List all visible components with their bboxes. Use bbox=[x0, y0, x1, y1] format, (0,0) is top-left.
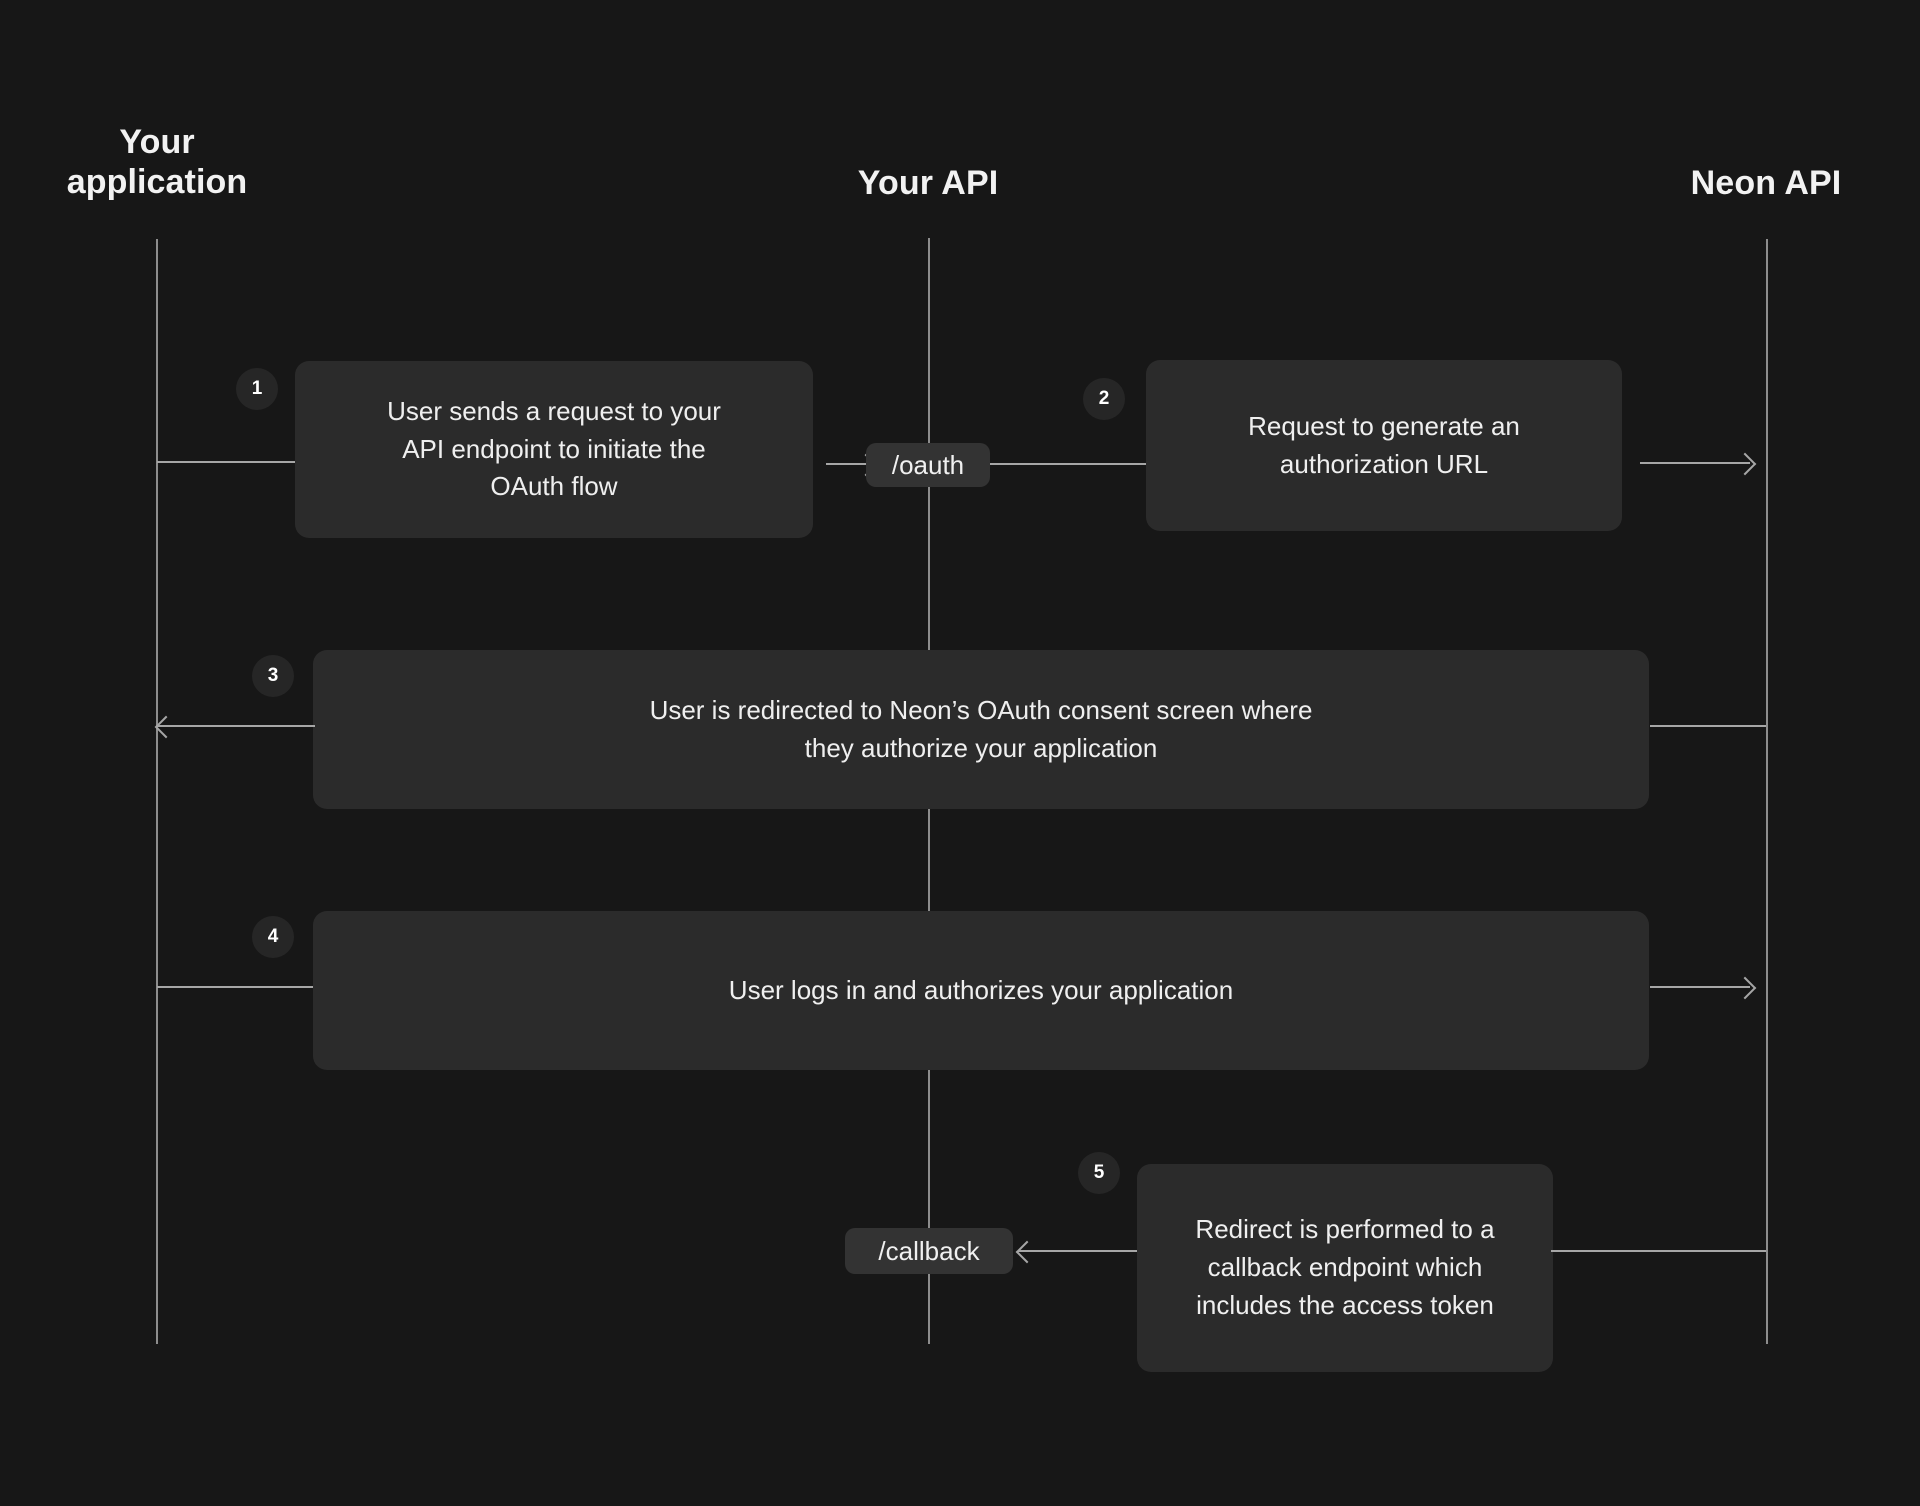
connector-step-3-from-neon-api bbox=[1650, 725, 1766, 727]
connector-step-4-from-application bbox=[157, 986, 315, 988]
step-badge-5: 5 bbox=[1078, 1152, 1120, 1194]
lane-title-your-application: Your application bbox=[66, 123, 248, 202]
endpoint-pill-callback[interactable]: /callback bbox=[845, 1228, 1013, 1274]
connector-step-5-from-neon-api bbox=[1551, 1250, 1766, 1252]
connector-oauth-to-step-2 bbox=[990, 463, 1146, 465]
connector-step-2-to-neon-api bbox=[1640, 462, 1750, 464]
step-text-2: Request to generate an authorization URL bbox=[1248, 410, 1520, 479]
lane-title-neon-api: Neon API bbox=[1690, 164, 1842, 202]
connector-step-4-to-neon-api bbox=[1650, 986, 1750, 988]
step-text-5: Redirect is performed to a callback endp… bbox=[1195, 1214, 1495, 1320]
endpoint-pill-oauth[interactable]: /oauth bbox=[866, 443, 990, 487]
connector-step-1-to-oauth bbox=[826, 463, 870, 465]
lifeline-neon-api bbox=[1766, 239, 1768, 1344]
arrow-right-icon-step-2 bbox=[1733, 452, 1757, 476]
arrow-left-icon-step-3 bbox=[154, 715, 178, 739]
lane-title-your-api: Your API bbox=[857, 164, 999, 202]
connector-step-3-to-application bbox=[157, 725, 315, 727]
step-box-3: User is redirected to Neon’s OAuth conse… bbox=[313, 650, 1649, 809]
step-box-2: Request to generate an authorization URL bbox=[1146, 360, 1622, 531]
arrow-left-icon-step-5 bbox=[1015, 1240, 1039, 1264]
step-badge-1: 1 bbox=[236, 368, 278, 410]
step-badge-3: 3 bbox=[252, 655, 294, 697]
step-text-4: User logs in and authorizes your applica… bbox=[728, 974, 1234, 1005]
connector-step-5-to-callback bbox=[1018, 1250, 1138, 1252]
step-box-1: User sends a request to your API endpoin… bbox=[295, 361, 813, 538]
step-badge-4: 4 bbox=[252, 916, 294, 958]
arrow-right-icon-step-4 bbox=[1733, 976, 1757, 1000]
step-box-5: Redirect is performed to a callback endp… bbox=[1137, 1164, 1553, 1372]
step-badge-2: 2 bbox=[1083, 378, 1125, 420]
connector-step-1-from-application bbox=[157, 461, 297, 463]
step-text-1: User sends a request to your API endpoin… bbox=[387, 395, 721, 502]
step-text-3: User is redirected to Neon’s OAuth conse… bbox=[649, 694, 1313, 763]
lifeline-your-application bbox=[156, 239, 158, 1344]
step-box-4: User logs in and authorizes your applica… bbox=[313, 911, 1649, 1070]
